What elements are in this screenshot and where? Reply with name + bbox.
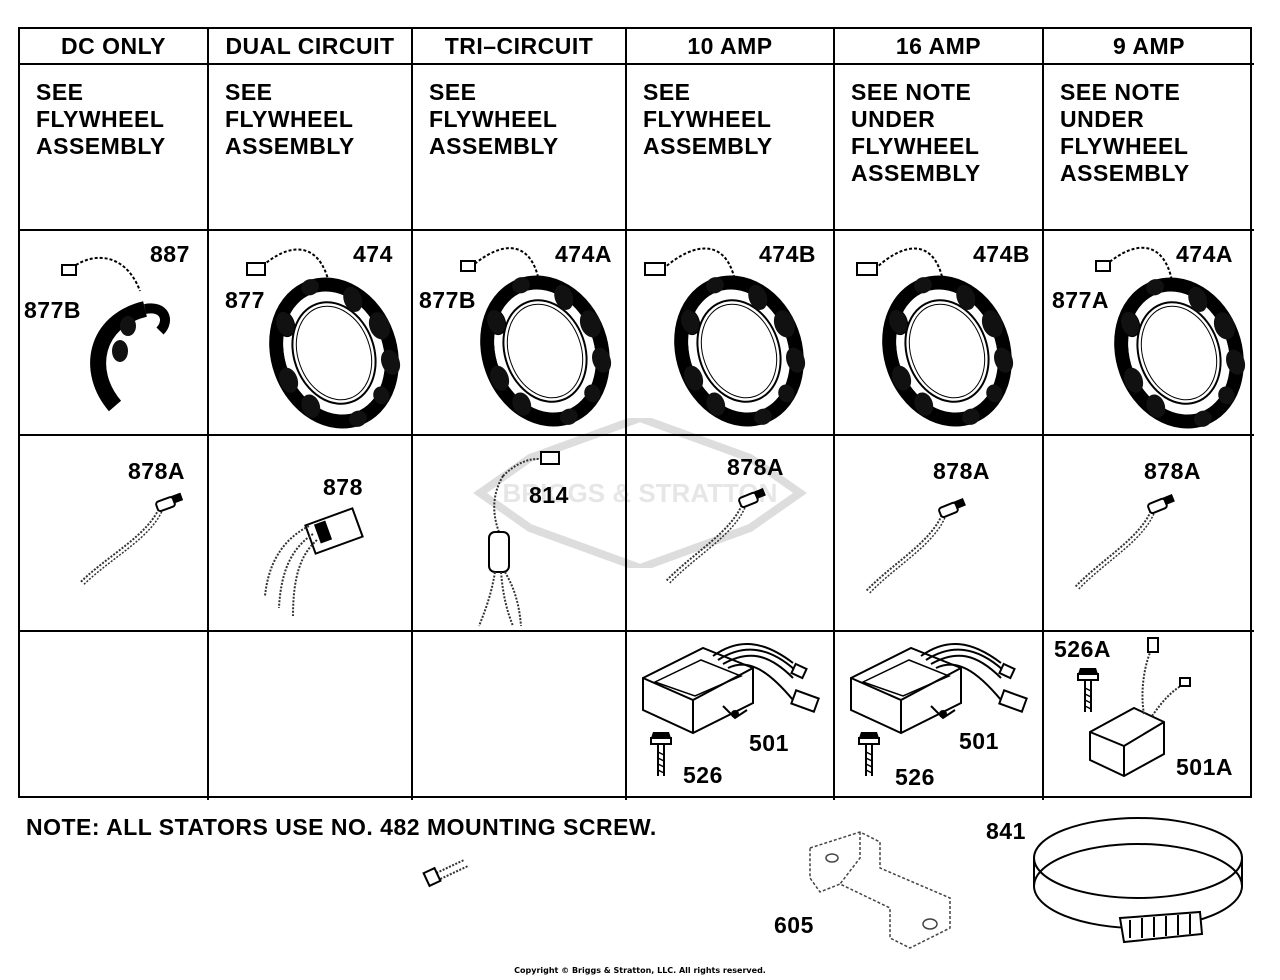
- lead-cell-dc-only: 878A: [20, 436, 209, 632]
- note-dual-circuit: SEE FLYWHEEL ASSEMBLY: [209, 65, 413, 231]
- stator-half-illustration: [61, 257, 170, 412]
- stator-illustration: [209, 248, 413, 436]
- watermark-text: BRIGGS & STRATTON: [503, 478, 778, 508]
- part-number: 605: [774, 912, 814, 938]
- part-number: 887: [150, 241, 190, 267]
- part-number: 474A: [1176, 241, 1233, 267]
- stator-cell-9-amp: 474A 877A: [1044, 231, 1254, 436]
- regulator-cell-9-amp: 526A 501A: [1044, 632, 1254, 800]
- part-number: 526: [895, 764, 935, 790]
- part-number: 877A: [1052, 287, 1109, 313]
- part-number: 526A: [1054, 636, 1111, 662]
- stator-cell-dc-only: 887 877B: [20, 231, 209, 436]
- lead-cell-16-amp: 878A: [835, 436, 1044, 632]
- header-dc-only: DC ONLY: [20, 29, 209, 65]
- part-number: 501A: [1176, 754, 1233, 780]
- stator-cell-16-amp: 474B: [835, 231, 1044, 436]
- header-dual-circuit: DUAL CIRCUIT: [209, 29, 413, 65]
- stator-illustration: [413, 247, 627, 436]
- note-10-amp: SEE FLYWHEEL ASSEMBLY: [627, 65, 835, 231]
- stator-illustration: [856, 247, 1044, 436]
- lead-cell-9-amp: 878A: [1044, 436, 1254, 632]
- mounting-screw-illustration: [422, 859, 469, 888]
- part-number: 814: [529, 482, 569, 508]
- bracket-illustration: [809, 831, 951, 949]
- regulator-illustration: [850, 642, 1028, 777]
- watermark-logo: BRIGGS & STRATTON: [473, 418, 807, 568]
- regulator-cell-dual-circuit: [209, 632, 413, 800]
- part-number: 474B: [759, 241, 816, 267]
- part-number: 878A: [128, 458, 185, 484]
- stator-cell-dual-circuit: 474 877: [209, 231, 413, 436]
- lead-cell-dual-circuit: 878: [209, 436, 413, 632]
- lead-cell-tri-circuit: 814: [413, 436, 627, 632]
- regulator-illustration: [642, 642, 820, 777]
- header-9-amp: 9 AMP: [1044, 29, 1254, 65]
- header-10-amp: 10 AMP: [627, 29, 835, 65]
- regulator-illustration: [1077, 637, 1191, 778]
- header-tri-circuit: TRI–CIRCUIT: [413, 29, 627, 65]
- stator-cell-10-amp: 474B: [627, 231, 835, 436]
- regulator-cell-16-amp: 501 526: [835, 632, 1044, 800]
- part-number: 474: [353, 241, 393, 267]
- parts-table: DC ONLY DUAL CIRCUIT TRI–CIRCUIT 10 AMP …: [18, 27, 1254, 800]
- connector-illustration: [264, 507, 364, 617]
- hose-clamp-illustration: [1033, 817, 1243, 944]
- stator-cell-tri-circuit: 474A 877B: [413, 231, 627, 436]
- harness-illustration: [478, 451, 560, 627]
- part-number: 878A: [727, 454, 784, 480]
- note-9-amp: SEE NOTE UNDER FLYWHEEL ASSEMBLY: [1044, 65, 1254, 231]
- part-number: 877B: [24, 297, 81, 323]
- part-number: 474A: [555, 241, 612, 267]
- note-dc-only: SEE FLYWHEEL ASSEMBLY: [20, 65, 209, 231]
- part-number: 877: [225, 287, 265, 313]
- part-number: 841: [986, 818, 1026, 844]
- header-16-amp: 16 AMP: [835, 29, 1044, 65]
- stator-illustration: [644, 247, 835, 436]
- part-number: 877B: [419, 287, 476, 313]
- part-number: 501: [959, 728, 999, 754]
- regulator-cell-10-amp: 501 526: [627, 632, 835, 800]
- note-16-amp: SEE NOTE UNDER FLYWHEEL ASSEMBLY: [835, 65, 1044, 231]
- part-number: 501: [749, 730, 789, 756]
- part-number: 474B: [973, 241, 1030, 267]
- part-number: 878A: [933, 458, 990, 484]
- part-number: 526: [683, 762, 723, 788]
- mounting-screw-note: NOTE: ALL STATORS USE NO. 482 MOUNTING S…: [26, 814, 657, 840]
- part-number: 878A: [1144, 458, 1201, 484]
- lead-cell-10-amp: 878A: [627, 436, 835, 632]
- regulator-cell-tri-circuit: [413, 632, 627, 800]
- stator-illustration: [1044, 246, 1254, 436]
- note-tri-circuit: SEE FLYWHEEL ASSEMBLY: [413, 65, 627, 231]
- regulator-cell-dc-only: [20, 632, 209, 800]
- copyright: Copyright © Briggs & Stratton, LLC. All …: [514, 966, 766, 975]
- part-number: 878: [323, 474, 363, 500]
